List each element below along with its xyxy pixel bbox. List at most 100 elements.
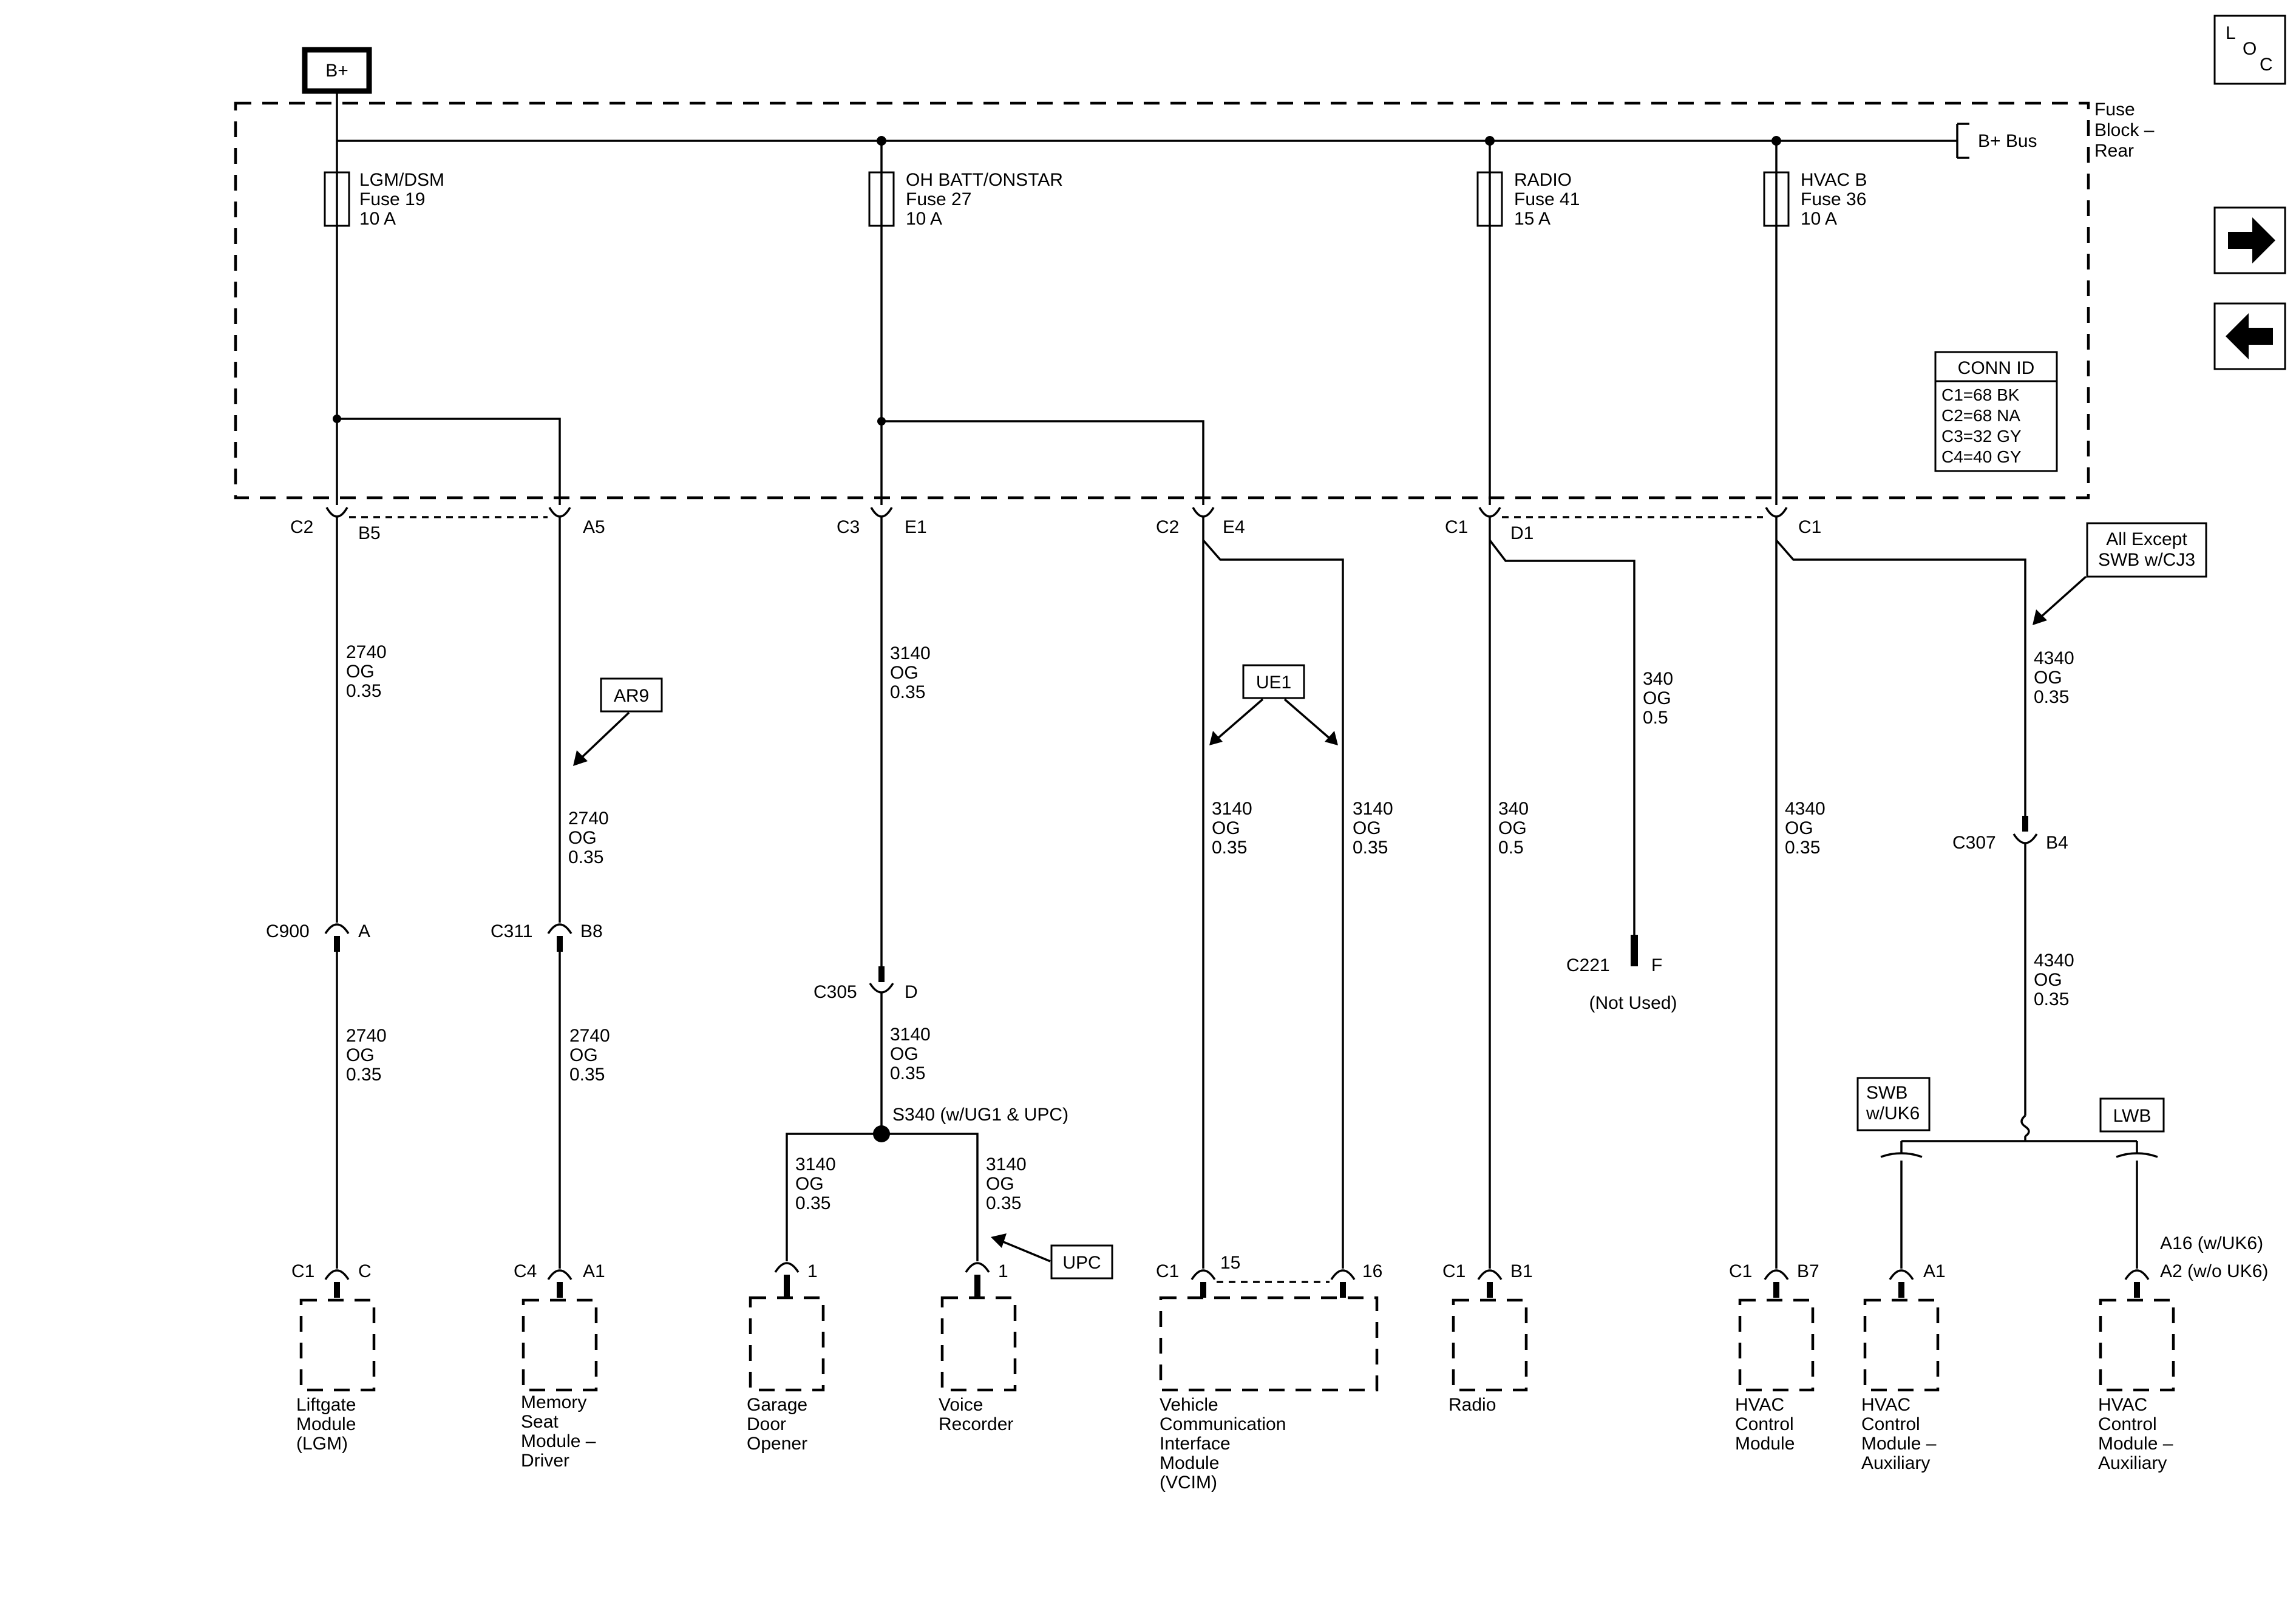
svg-text:0.35: 0.35 <box>568 847 603 867</box>
svg-text:C900: C900 <box>266 921 310 941</box>
right-arrow-icon <box>2228 217 2275 263</box>
module-hvac-control: HVAC Control Module <box>1735 1298 1815 1454</box>
svg-text:Garage: Garage <box>747 1395 807 1415</box>
not-used-label: (Not Used) <box>1589 993 1677 1013</box>
wire-label-3140-e: 3140 OG 0.35 <box>1212 799 1252 858</box>
svg-text:C4: C4 <box>514 1261 537 1281</box>
pin-label: A5 <box>583 517 605 537</box>
fuse-block-pin-c3-e1: C3 E1 <box>837 507 927 537</box>
fuse-block-title-line1: Fuse <box>2094 100 2135 120</box>
next-page-button[interactable] <box>2213 206 2286 274</box>
svg-text:A: A <box>358 921 370 941</box>
battery-label: B+ <box>325 61 348 81</box>
svg-text:OG: OG <box>569 1045 598 1065</box>
svg-text:Module –: Module – <box>2098 1434 2173 1454</box>
svg-text:2740: 2740 <box>346 1026 387 1046</box>
svg-text:B4: B4 <box>2046 833 2068 853</box>
fuse-36-rating: 10 A <box>1801 209 1837 229</box>
wire-label-3140-c: 3140 OG 0.35 <box>795 1154 836 1213</box>
svg-text:3140: 3140 <box>890 643 931 663</box>
module-hvac-aux-lwb: HVAC Control Module – Auxiliary <box>2098 1298 2175 1473</box>
svg-text:Auxiliary: Auxiliary <box>2098 1453 2167 1473</box>
fuse-block-pin-c2-e4: C2 E4 <box>1156 507 1245 537</box>
svg-text:LWB: LWB <box>2113 1106 2152 1126</box>
svg-text:0.35: 0.35 <box>569 1065 605 1085</box>
fuse-19-rating: 10 A <box>359 209 396 229</box>
loc-letter-l: L <box>2226 23 2236 43</box>
svg-text:1: 1 <box>998 1261 1008 1281</box>
option-box-lwb: LWB <box>2099 1097 2165 1133</box>
previous-page-button[interactable] <box>2213 302 2286 370</box>
fuse-19-number: Fuse 19 <box>359 189 425 209</box>
loc-button[interactable]: L O C <box>2213 15 2286 85</box>
wire-label-3140-b: 3140 OG 0.35 <box>890 1025 931 1083</box>
svg-text:OG: OG <box>890 663 919 683</box>
left-arrow-icon <box>2226 313 2273 359</box>
fuse-27-number: Fuse 27 <box>906 189 971 209</box>
wire-label-3140-f: 3140 OG 0.35 <box>1353 799 1393 858</box>
conn-label: C2 <box>1156 517 1179 537</box>
svg-text:UE1: UE1 <box>1256 673 1291 693</box>
fuse-36: HVAC B Fuse 36 10 A <box>1763 141 1867 229</box>
inline-connector-c900: C900 A <box>266 921 370 952</box>
fuse-27: OH BATT/ONSTAR Fuse 27 10 A <box>868 141 1063 229</box>
wire-label-2740-b: 2740 OG 0.35 <box>346 1026 387 1085</box>
svg-text:F: F <box>1651 955 1662 975</box>
wire-3140-voice <box>881 1133 979 1261</box>
svg-text:Interface: Interface <box>1160 1434 1231 1454</box>
svg-text:2740: 2740 <box>569 1026 610 1046</box>
svg-text:Module: Module <box>1735 1434 1795 1454</box>
svg-text:OG: OG <box>1498 818 1527 838</box>
svg-text:OG: OG <box>2034 668 2062 688</box>
module-pin-garage-1: 1 <box>774 1261 818 1297</box>
svg-text:3140: 3140 <box>1212 799 1252 819</box>
fuse-block-title-line2: Block – <box>2094 120 2155 140</box>
bus-label: B+ Bus <box>1978 131 2037 151</box>
svg-text:OG: OG <box>568 828 597 848</box>
svg-text:340: 340 <box>1643 669 1673 689</box>
fuse-block-title-line3: Rear <box>2094 141 2134 161</box>
svg-text:A16 (w/UK6): A16 (w/UK6) <box>2160 1233 2263 1253</box>
fuse-block-pin-c1-d1: C1 D1 <box>1445 507 1533 543</box>
svg-text:340: 340 <box>1498 799 1529 819</box>
svg-text:Radio: Radio <box>1449 1395 1496 1415</box>
svg-text:Module –: Module – <box>521 1431 596 1451</box>
module-voice-recorder: Voice Recorder <box>939 1296 1017 1434</box>
fuse-block-pin-c2-b5: C2 B5 <box>290 507 381 543</box>
inline-connector-c311: C311 B8 <box>491 921 603 952</box>
pin-label: D1 <box>1510 523 1533 543</box>
pin-label: E1 <box>905 517 927 537</box>
wire-3140-garage <box>786 1133 881 1261</box>
fuse-27-name: OH BATT/ONSTAR <box>906 170 1063 190</box>
wire-label-2740-c: 2740 OG 0.35 <box>568 808 609 867</box>
svg-text:UPC: UPC <box>1062 1253 1101 1273</box>
wire-label-340-b: 340 OG 0.5 <box>1498 799 1529 858</box>
svg-text:B8: B8 <box>580 921 603 941</box>
svg-text:Door: Door <box>747 1414 786 1434</box>
svg-text:1: 1 <box>807 1261 818 1281</box>
wire-4340-aux <box>1775 539 2026 821</box>
wire-break-symbol <box>2020 1114 2030 1137</box>
svg-text:SWB w/CJ3: SWB w/CJ3 <box>2098 550 2195 570</box>
option-box-all-except: All Except SWB w/CJ3 <box>2086 522 2207 578</box>
splice-label: S340 (w/UG1 & UPC) <box>892 1105 1068 1125</box>
conn-id-title: CONN ID <box>1958 358 2035 378</box>
conn-id-row: C1=68 BK <box>1941 385 2020 404</box>
svg-text:0.35: 0.35 <box>986 1193 1021 1213</box>
svg-text:4340: 4340 <box>1785 799 1826 819</box>
module-hvac-aux-swb: HVAC Control Module – Auxiliary <box>1861 1298 1940 1473</box>
svg-text:Communication: Communication <box>1160 1414 1286 1434</box>
pin-label: B5 <box>358 523 381 543</box>
svg-text:AR9: AR9 <box>614 686 649 706</box>
fuse-19-name: LGM/DSM <box>359 170 444 190</box>
svg-text:0.35: 0.35 <box>795 1193 830 1213</box>
svg-text:OG: OG <box>346 1045 375 1065</box>
module-pin-c1-b1: C1 B1 <box>1442 1261 1533 1298</box>
svg-text:0.5: 0.5 <box>1643 708 1668 728</box>
wire-340-c221 <box>1489 539 1635 935</box>
svg-text:Liftgate: Liftgate <box>296 1395 356 1415</box>
module-memory-seat: Memory Seat Module – Driver <box>521 1298 598 1471</box>
conn-label: C3 <box>837 517 860 537</box>
module-vcim: Vehicle Communication Interface Module (… <box>1159 1296 1379 1493</box>
svg-text:Control: Control <box>1735 1414 1794 1434</box>
